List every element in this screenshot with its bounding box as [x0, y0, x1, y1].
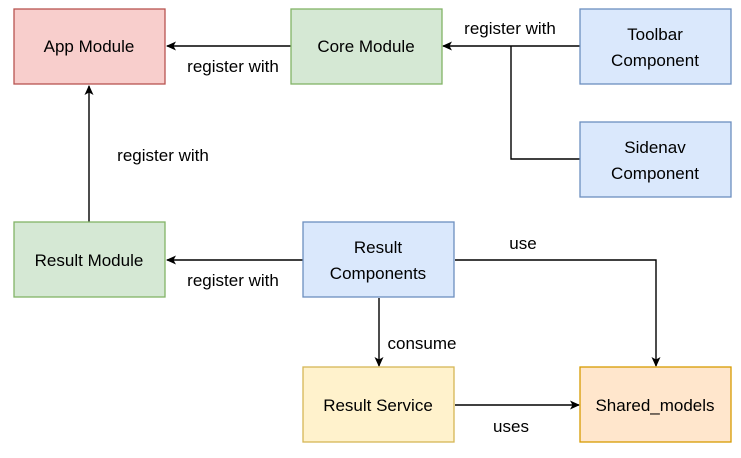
node-core-module: Core Module [290, 8, 443, 85]
label-core-to-app: register with [187, 57, 279, 76]
node-app-module-label: App Module [44, 37, 135, 56]
edge-components-to-shared [455, 259, 661, 367]
node-shared-models-label: Shared_models [595, 396, 714, 415]
node-toolbar-component-line1: Toolbar [627, 25, 683, 44]
node-sidenav-component-line1: Sidenav [624, 138, 686, 157]
node-sidenav-component-line2: Component [611, 164, 699, 183]
node-result-service-label: Result Service [323, 396, 433, 415]
node-result-service: Result Service [302, 366, 455, 443]
node-result-components: Result Components [302, 221, 455, 298]
node-app-module: App Module [13, 8, 166, 85]
edge-sidenav-to-core [510, 46, 580, 160]
node-core-module-label: Core Module [317, 37, 414, 56]
label-result-module-to-app: register with [117, 146, 209, 165]
label-components-to-shared: use [509, 234, 536, 253]
label-components-to-result-module: register with [187, 271, 279, 290]
label-service-to-shared: uses [493, 417, 529, 436]
node-shared-models: Shared_models [579, 366, 732, 443]
node-result-module-label: Result Module [35, 251, 144, 270]
node-result-module: Result Module [13, 221, 166, 298]
label-components-to-service: consume [388, 334, 457, 353]
node-sidenav-component: Sidenav Component [579, 121, 732, 198]
node-toolbar-component-line2: Component [611, 51, 699, 70]
label-toolbar-to-core: register with [464, 19, 556, 38]
node-toolbar-component: Toolbar Component [579, 8, 732, 85]
node-result-components-line1: Result [354, 238, 402, 257]
node-result-components-line2: Components [330, 264, 426, 283]
